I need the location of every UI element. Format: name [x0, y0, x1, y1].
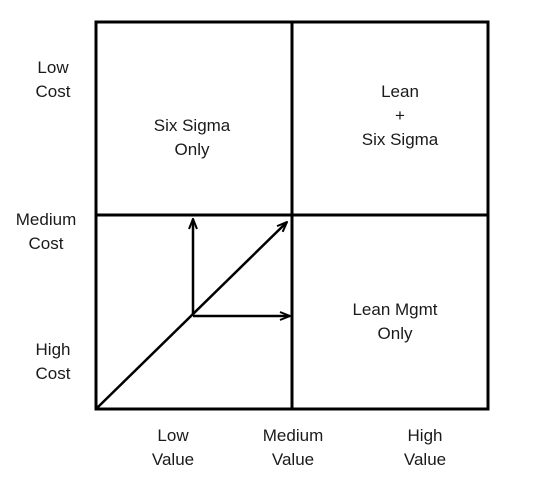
quadrant-top-left: Six Sigma Only [132, 114, 252, 162]
y-label-low-cost: Low Cost [18, 56, 88, 104]
quadrant-bottom-right-line2: Only [377, 324, 413, 343]
y-label-medium-line2: Cost [28, 234, 64, 253]
x-label-high-value: High Value [380, 424, 470, 472]
x-label-low-value: Low Value [128, 424, 218, 472]
x-label-low-line1: Low [157, 426, 189, 445]
quadrant-top-right: Lean + Six Sigma [340, 80, 460, 152]
quadrant-bottom-right: Lean Mgmt Only [330, 298, 460, 346]
y-label-low-line2: Cost [35, 82, 71, 101]
y-label-high-cost: High Cost [18, 338, 88, 386]
quadrant-top-left-line2: Only [174, 140, 210, 159]
x-label-high-line2: Value [403, 450, 447, 469]
x-label-medium-line1: Medium [262, 426, 324, 445]
quadrant-top-left-line1: Six Sigma [153, 116, 231, 135]
quadrant-bottom-right-line1: Lean Mgmt [352, 300, 438, 319]
quadrant-top-right-line1: Lean [381, 82, 419, 101]
y-label-medium-line1: Medium [15, 210, 77, 229]
x-label-medium-value: Medium Value [248, 424, 338, 472]
x-label-medium-line2: Value [271, 450, 315, 469]
y-label-low-line1: Low [37, 58, 69, 77]
x-label-high-line1: High [407, 426, 443, 445]
x-label-low-line2: Value [151, 450, 195, 469]
y-label-medium-cost: Medium Cost [0, 208, 92, 256]
quadrant-top-right-line2: + [395, 106, 405, 125]
y-label-high-line2: Cost [35, 364, 71, 383]
quadrant-top-right-line3: Six Sigma [361, 130, 439, 149]
y-label-high-line1: High [35, 340, 71, 359]
